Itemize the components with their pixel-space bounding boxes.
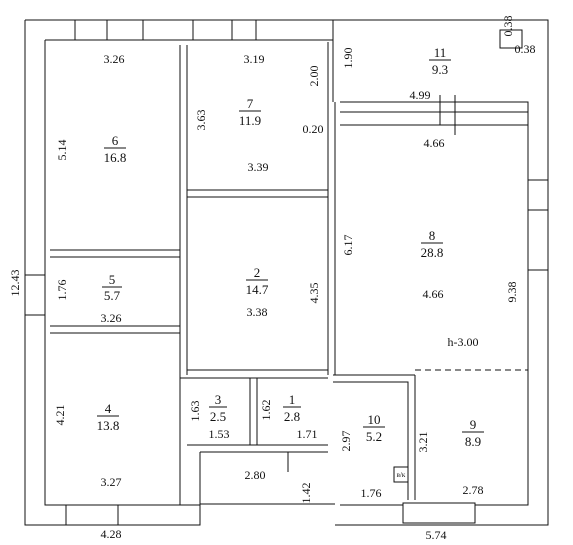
room-7-area: 11.9 xyxy=(239,113,261,128)
dim-3-26-top: 3.26 xyxy=(104,52,125,66)
room-7-number: 7 xyxy=(247,96,254,111)
dim-0-38-a: 0.38 xyxy=(501,16,515,37)
dim-1-63: 1.63 xyxy=(188,401,202,422)
dim-9-38: 9.38 xyxy=(505,282,519,303)
dim-1-76-bot: 1.76 xyxy=(361,486,382,500)
dim-6-17: 6.17 xyxy=(341,235,355,256)
room-1-area: 2.8 xyxy=(284,409,300,424)
dim-0-20: 0.20 xyxy=(303,122,324,136)
room-3-area: 2.5 xyxy=(210,409,226,424)
dim-4-99: 4.99 xyxy=(410,88,431,102)
dim-1-62: 1.62 xyxy=(259,400,273,421)
dim-1-71: 1.71 xyxy=(297,427,318,441)
room-8-area: 28.8 xyxy=(421,245,444,260)
room-3-number: 3 xyxy=(215,392,222,407)
dim-3-38: 3.38 xyxy=(247,305,268,319)
dim-5-74: 5.74 xyxy=(426,528,447,542)
room-10-number: 10 xyxy=(368,412,381,427)
room-9-number: 9 xyxy=(470,417,477,432)
dim-3-21: 3.21 xyxy=(416,432,430,453)
dim-0-38-b: 0.38 xyxy=(515,42,536,56)
dim-3-39: 3.39 xyxy=(248,160,269,174)
room-9-area: 8.9 xyxy=(465,434,481,449)
dim-2-97: 2.97 xyxy=(339,431,353,452)
dim-4-66-mid: 4.66 xyxy=(423,287,444,301)
dim-4-66-top: 4.66 xyxy=(424,136,445,150)
room-1-number: 1 xyxy=(289,392,296,407)
room-2-area: 14.7 xyxy=(246,282,269,297)
vk-label: в/к xyxy=(397,471,406,479)
dim-4-28: 4.28 xyxy=(101,527,122,541)
room-4-number: 4 xyxy=(105,401,112,416)
dim-4-21: 4.21 xyxy=(53,405,67,426)
room-labels: 6 16.8 7 11.9 5 5.7 2 14.7 4 13.8 3 2.5 … xyxy=(97,45,484,449)
dim-height: h-3.00 xyxy=(448,335,479,349)
dim-4-35: 4.35 xyxy=(307,283,321,304)
walls xyxy=(24,19,549,526)
room-11-number: 11 xyxy=(434,45,447,60)
dim-3-63: 3.63 xyxy=(194,110,208,131)
room-10-area: 5.2 xyxy=(366,429,382,444)
room-8-number: 8 xyxy=(429,228,436,243)
room-4-area: 13.8 xyxy=(97,418,120,433)
dim-1-76-left: 1.76 xyxy=(55,280,69,301)
dim-3-26-mid: 3.26 xyxy=(101,311,122,325)
room-5-area: 5.7 xyxy=(104,288,121,303)
dim-2-00: 2.00 xyxy=(307,66,321,87)
room-6-number: 6 xyxy=(112,133,119,148)
room-2-number: 2 xyxy=(254,265,261,280)
dim-5-14: 5.14 xyxy=(55,140,69,161)
vk-marker: в/к xyxy=(393,466,409,483)
dim-1-53: 1.53 xyxy=(209,427,230,441)
dimension-labels: 3.26 5.14 1.76 3.26 4.21 3.27 4.28 12.43… xyxy=(8,16,536,543)
dim-1-90: 1.90 xyxy=(341,48,355,69)
room-5-number: 5 xyxy=(109,272,116,287)
room-11-area: 9.3 xyxy=(432,62,448,77)
room-6-area: 16.8 xyxy=(104,150,127,165)
dim-2-78: 2.78 xyxy=(463,483,484,497)
dim-3-19: 3.19 xyxy=(244,52,265,66)
dim-12-43: 12.43 xyxy=(8,270,22,297)
dim-2-80: 2.80 xyxy=(245,468,266,482)
dim-3-27: 3.27 xyxy=(101,475,122,489)
dim-1-42: 1.42 xyxy=(299,483,313,504)
